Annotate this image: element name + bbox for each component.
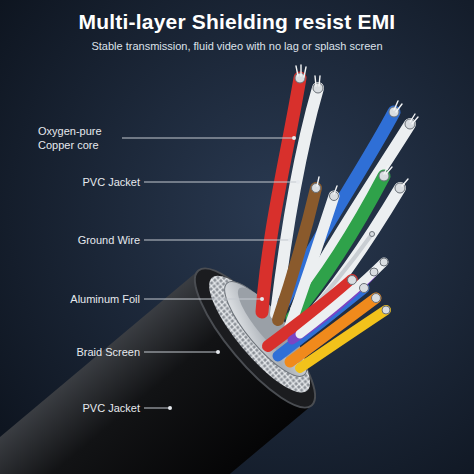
part-label: Braid Screen [76,345,140,359]
leader-line [144,352,218,353]
leader-dot [168,406,172,410]
title: Multi-layer Shielding resist EMI [0,10,474,34]
part-label: PVC Jacket [83,401,140,415]
leader-line [122,138,294,139]
leader-line [144,240,290,241]
white-wire [300,262,384,334]
leader-lines [122,136,300,410]
leader-line [144,299,262,300]
leader-line [144,408,170,409]
leader-dot [288,238,292,242]
part-label: Oxygen-pure Copper core [38,124,116,152]
part-label: Aluminum Foil [70,292,140,306]
leader-dot [292,136,296,140]
leader-dot [216,350,220,354]
leader-dot [296,180,300,184]
subtitle: Stable transmission, fluid video with no… [0,40,474,52]
leader-dot [260,297,264,301]
wire-tips [295,65,418,314]
part-label: Ground Wire [78,233,140,247]
leader-line [144,182,298,183]
wires [262,78,410,368]
part-label: PVC Jacket [83,175,140,189]
